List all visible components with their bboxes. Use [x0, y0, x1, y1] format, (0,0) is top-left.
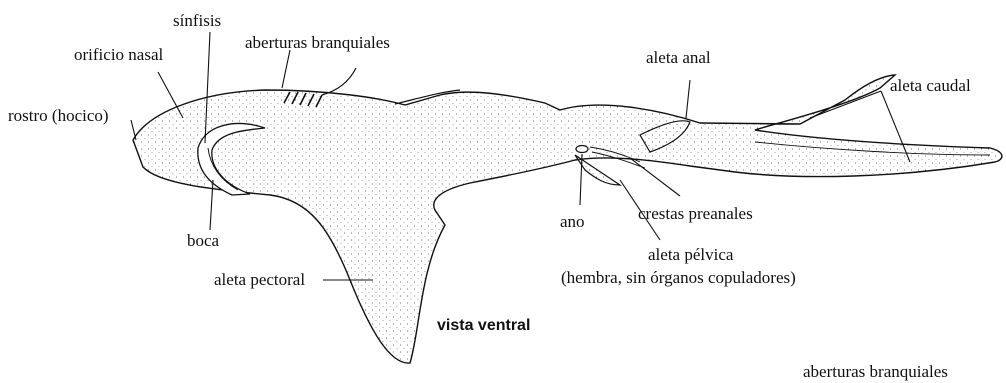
label-sinfisis: sínfisis: [173, 11, 221, 31]
label-aberturas-branquiales: aberturas branquiales: [245, 33, 390, 53]
label-aleta-pectoral: aleta pectoral: [214, 270, 305, 290]
label-orificio-nasal: orificio nasal: [74, 45, 163, 65]
label-aleta-pelvica-note: (hembra, sin órganos copuladores): [561, 268, 796, 288]
label-aleta-pelvica: aleta pélvica: [648, 245, 733, 265]
label-crestas-preanales: crestas preanales: [638, 204, 753, 224]
label-aleta-anal: aleta anal: [646, 48, 711, 68]
label-aleta-caudal: aleta caudal: [890, 76, 971, 96]
label-aberturas-branquiales-bottom: aberturas branquiales: [803, 362, 948, 382]
label-ano: ano: [560, 212, 585, 232]
cloaca: [576, 146, 588, 153]
label-rostro: rostro (hocico): [8, 106, 109, 126]
caption-vista-ventral: vista ventral: [437, 317, 530, 335]
label-boca: boca: [187, 231, 219, 251]
